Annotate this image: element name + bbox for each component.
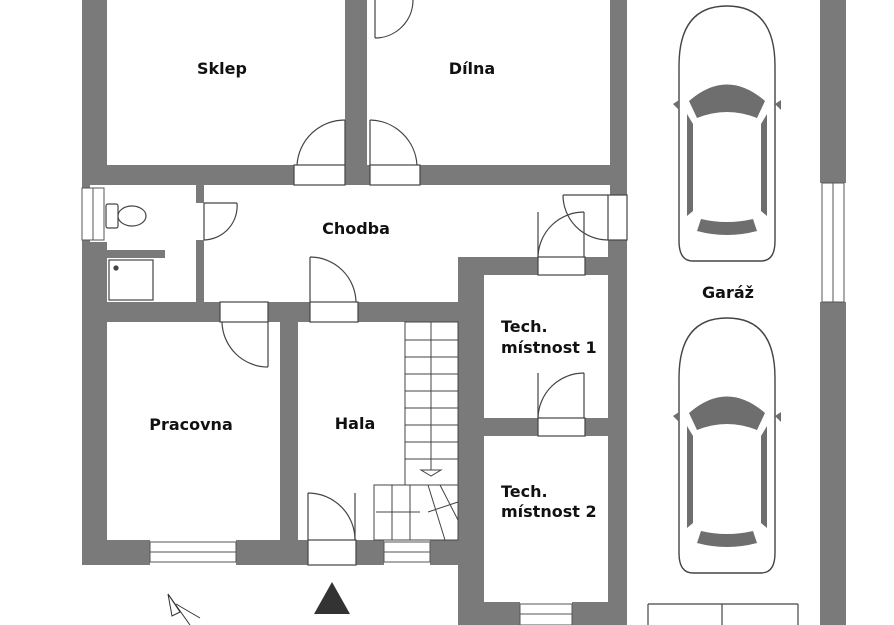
wall-garage-left bbox=[608, 240, 627, 625]
door-pracovna bbox=[219, 301, 269, 368]
cars bbox=[673, 5, 781, 574]
wall-shower-shelf bbox=[107, 250, 165, 258]
door-tech1 bbox=[537, 211, 586, 276]
wall-bottom-3 bbox=[356, 540, 384, 565]
wall-top-h-1 bbox=[82, 165, 294, 185]
north-arrow-icon bbox=[167, 593, 201, 625]
wall-mid-h-3 bbox=[358, 302, 458, 322]
wall-bottom-tech bbox=[458, 602, 520, 625]
door-wc bbox=[203, 202, 238, 241]
wall-mid-h-2 bbox=[268, 302, 310, 322]
door-dilna-top bbox=[374, 0, 414, 39]
label-dilna: Dílna bbox=[449, 59, 495, 78]
wall-tech-mid-1 bbox=[458, 418, 538, 436]
door-sklep bbox=[293, 119, 346, 186]
door-chodba-garage bbox=[562, 194, 628, 241]
wall-dilna-right bbox=[610, 0, 627, 195]
wall-tech-left bbox=[458, 257, 484, 625]
label-tech1-line1: Tech. bbox=[501, 317, 548, 336]
label-hala: Hala bbox=[335, 414, 375, 433]
door-entrance bbox=[307, 492, 357, 566]
label-tech1-line2: místnost 1 bbox=[501, 338, 597, 357]
wall-garage-right-top bbox=[820, 0, 846, 183]
walls bbox=[82, 0, 846, 625]
label-chodba: Chodba bbox=[322, 219, 390, 238]
windows bbox=[81, 182, 845, 625]
room-labels: Sklep Dílna Chodba Pracovna Hala Tech. m… bbox=[149, 59, 754, 521]
wall-tech-top-1 bbox=[458, 257, 538, 275]
label-sklep: Sklep bbox=[197, 59, 247, 78]
entrance-arrow-icon bbox=[314, 582, 350, 614]
wall-bottom-4 bbox=[430, 540, 458, 565]
label-tech2-line2: místnost 2 bbox=[501, 502, 597, 521]
wall-bottom-1 bbox=[82, 540, 150, 565]
car-icon bbox=[673, 317, 781, 574]
wall-left-outer bbox=[82, 0, 107, 165]
door-tech2 bbox=[537, 372, 586, 437]
label-tech2-line1: Tech. bbox=[501, 482, 548, 501]
door-garage bbox=[647, 603, 799, 625]
wall-top-h-2 bbox=[345, 165, 370, 185]
wall-wc-partition-low bbox=[196, 240, 204, 302]
wall-pracovna-hala bbox=[280, 322, 298, 540]
car-icon bbox=[673, 5, 781, 262]
wall-wc-partition bbox=[196, 183, 204, 203]
door-dilna bbox=[369, 119, 421, 186]
wall-sklep-dilna bbox=[345, 0, 367, 185]
toilet-icon bbox=[105, 203, 147, 229]
staircase bbox=[373, 321, 459, 541]
wall-bottom-tech-2 bbox=[572, 602, 627, 625]
door-hala bbox=[309, 256, 359, 323]
wall-left-outer-low bbox=[82, 242, 107, 565]
label-garaz: Garáž bbox=[702, 283, 754, 302]
doors bbox=[203, 0, 799, 625]
label-pracovna: Pracovna bbox=[149, 415, 233, 434]
shower-tray-icon bbox=[108, 259, 154, 301]
wall-top-h-3 bbox=[420, 165, 627, 185]
wall-bottom-2 bbox=[236, 540, 308, 565]
wall-mid-h-1 bbox=[82, 302, 220, 322]
wall-garage-right-low bbox=[820, 302, 846, 625]
